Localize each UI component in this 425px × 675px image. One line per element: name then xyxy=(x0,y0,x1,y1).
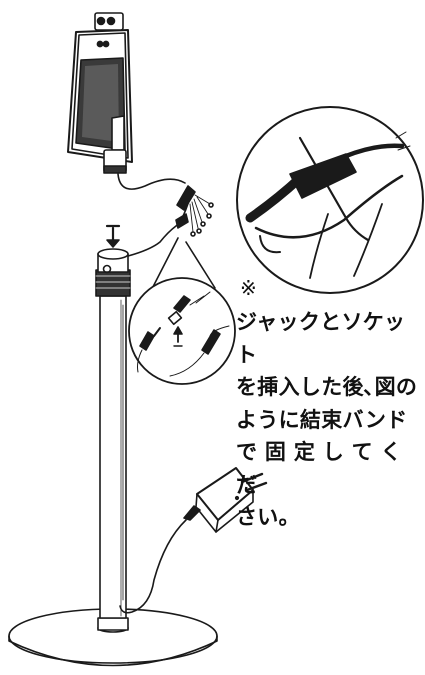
up-arrow-icon xyxy=(173,326,183,347)
connector-zoom-circle xyxy=(128,277,236,385)
device-cable xyxy=(117,173,214,257)
note-reference-mark: ※ xyxy=(240,276,257,300)
cable-tie-zoom-circle xyxy=(236,106,424,294)
stand-base xyxy=(8,608,218,667)
power-adapter xyxy=(195,467,268,533)
tablet-device xyxy=(67,12,133,174)
power-cable xyxy=(119,304,201,614)
down-arrow-icon xyxy=(105,224,121,248)
stand-pole xyxy=(95,248,131,619)
installation-note: ジャックとソケット を挿入した後､図の ように結束バンド で 固 定 し て く… xyxy=(236,310,418,529)
